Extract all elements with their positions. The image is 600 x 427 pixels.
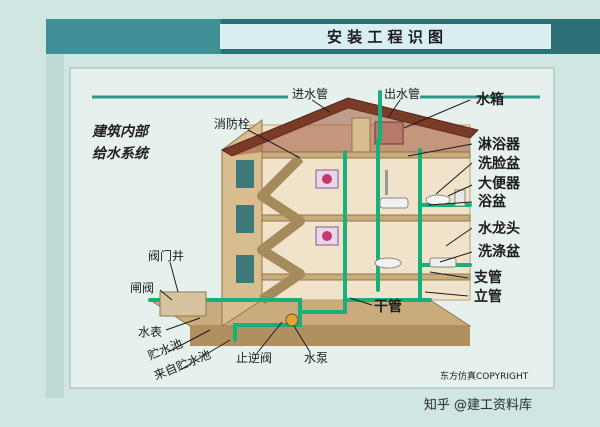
fixtures bbox=[374, 170, 466, 269]
label-main-pipe: 干管 bbox=[374, 298, 402, 315]
label-washbasin: 洗脸盆 bbox=[478, 155, 521, 172]
system-title-line1: 建筑内部 bbox=[91, 123, 151, 140]
label-outlet-pipe: 出水管 bbox=[384, 86, 420, 101]
label-faucet: 水龙头 bbox=[478, 220, 520, 237]
label-branch-pipe: 支管 bbox=[473, 269, 502, 286]
copyright-text: 东方仿真COPYRIGHT bbox=[440, 370, 529, 382]
label-bathtub: 浴盆 bbox=[478, 193, 507, 210]
label-toilet: 大便器 bbox=[478, 175, 521, 192]
label-laundry-basin: 洗涤盆 bbox=[478, 243, 521, 260]
label-water-pump: 水泵 bbox=[304, 351, 328, 365]
water-pump-symbol bbox=[285, 313, 299, 327]
label-shower: 淋浴器 bbox=[478, 136, 521, 153]
label-water-tank: 水箱 bbox=[476, 91, 504, 108]
label-water-meter: 水表 bbox=[138, 325, 162, 339]
label-riser-pipe: 立管 bbox=[474, 288, 502, 305]
system-title-line2: 给水系统 bbox=[92, 145, 151, 162]
label-gate-valve: 闸阀 bbox=[130, 281, 154, 295]
label-check-valve: 止逆阀 bbox=[236, 350, 272, 365]
label-inlet-pipe: 进水管 bbox=[292, 86, 328, 101]
label-fire-hydrant: 消防栓 bbox=[214, 116, 250, 131]
page-title: 安 装 工 程 识 图 bbox=[327, 28, 443, 46]
watermark-text: 知乎 @建工资料库 bbox=[424, 397, 532, 413]
header-band: 安 装 工 程 识 图 bbox=[46, 19, 600, 54]
label-valve-well: 阀门井 bbox=[148, 248, 184, 263]
